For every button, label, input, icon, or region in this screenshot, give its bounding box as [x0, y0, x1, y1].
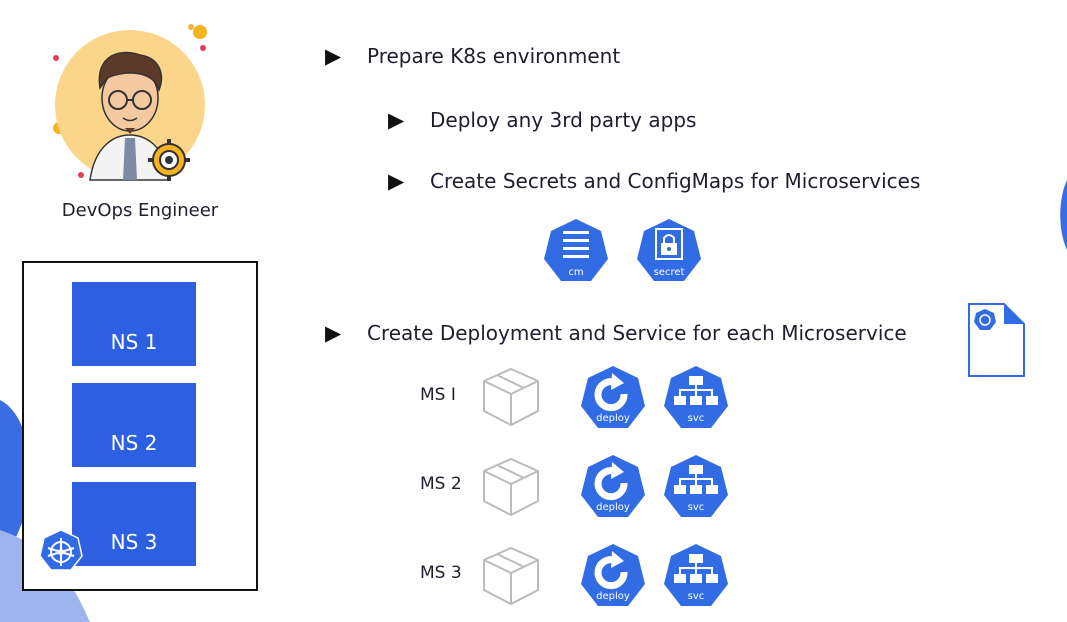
service-label: svc	[687, 591, 705, 602]
role-label: DevOps Engineer	[61, 200, 219, 221]
bullet-icon: ▶	[388, 108, 405, 132]
bullet-icon: ▶	[388, 169, 405, 193]
step-deployment: Create Deployment and Service for each M…	[367, 321, 907, 345]
namespace-3: NS 3	[72, 482, 196, 566]
microservice-box-icon	[483, 457, 539, 517]
service-icon	[664, 544, 728, 606]
manifest-file-icon	[968, 303, 1025, 377]
deploy-label: deploy	[596, 413, 630, 424]
configmap-label: cm	[568, 267, 584, 278]
secret-label: secret	[653, 267, 685, 278]
secret-icon	[637, 219, 701, 281]
ms-label-1: MS I	[420, 385, 456, 405]
service-icon	[664, 455, 728, 517]
devops-engineer-avatar	[53, 24, 207, 181]
deploy-label: deploy	[596, 591, 630, 602]
configmap-icon	[544, 219, 608, 281]
decorative-edge	[1060, 180, 1067, 250]
bullet-icon: ▶	[325, 321, 342, 345]
ms-label-2: MS 2	[420, 474, 462, 494]
service-label: svc	[687, 502, 705, 513]
namespace-2: NS 2	[72, 383, 196, 467]
service-label: svc	[687, 413, 705, 424]
step-deploy-apps: Deploy any 3rd party apps	[430, 108, 697, 132]
service-icon	[664, 366, 728, 428]
microservice-box-icon	[483, 367, 539, 427]
bullet-icon: ▶	[325, 44, 342, 68]
ms-label-3: MS 3	[420, 563, 462, 583]
microservice-box-icon	[483, 546, 539, 606]
step-prepare: Prepare K8s environment	[367, 44, 621, 68]
deploy-icon	[581, 544, 645, 606]
namespace-1: NS 1	[72, 282, 196, 366]
step-secrets: Create Secrets and ConfigMaps for Micros…	[430, 169, 921, 193]
kubernetes-icon	[39, 529, 83, 571]
deploy-icon	[581, 366, 645, 428]
deploy-icon	[581, 455, 645, 517]
deploy-label: deploy	[596, 502, 630, 513]
